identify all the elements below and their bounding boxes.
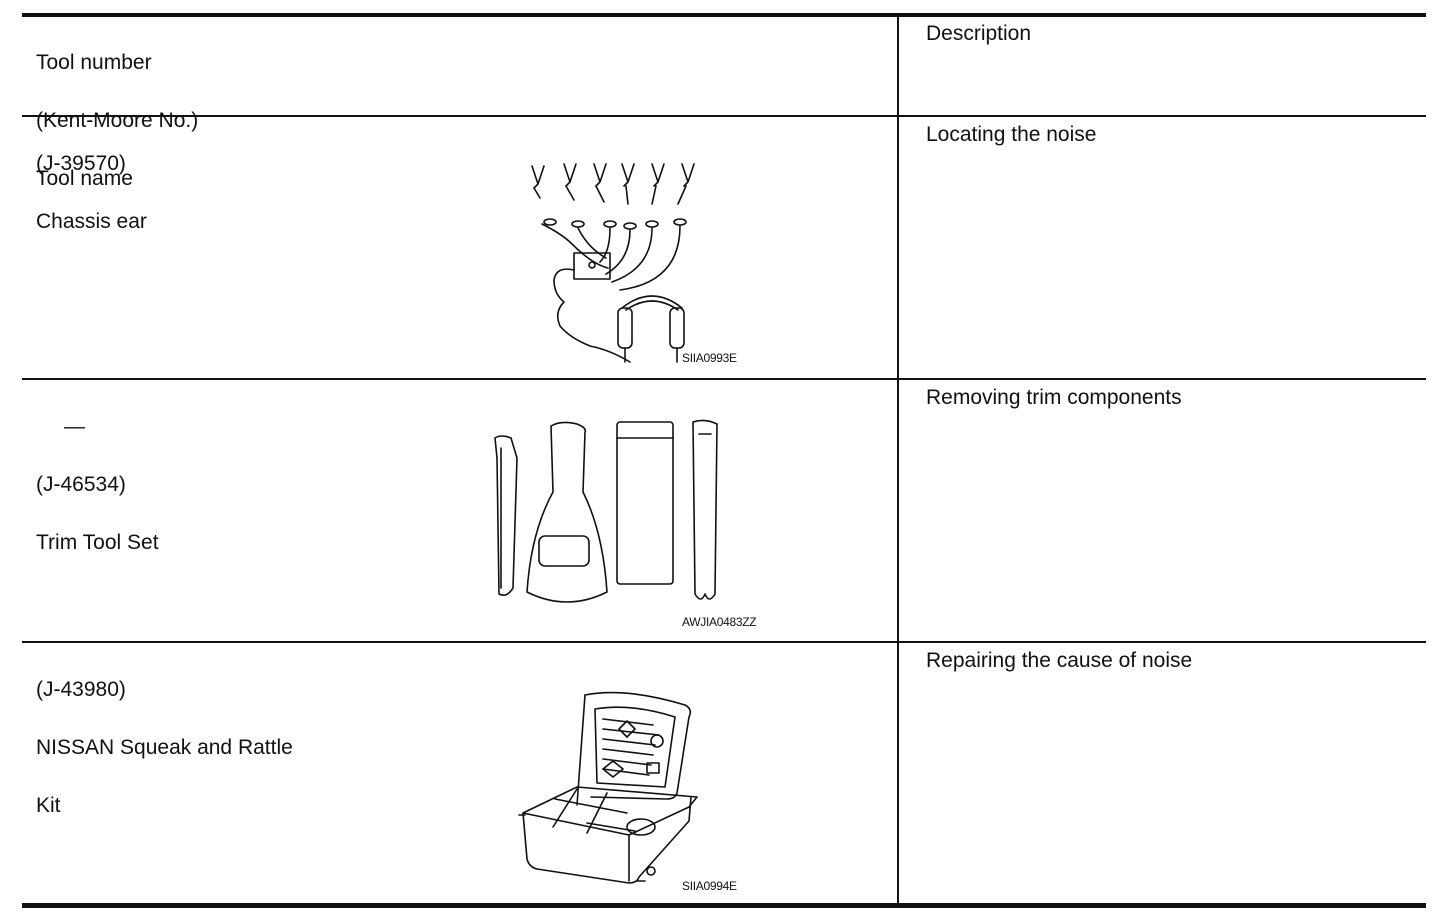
row-3-description: Repairing the cause of noise	[926, 649, 1193, 672]
row-1-figure-code: SIIA0993E	[682, 351, 737, 365]
row-1-description: Locating the noise	[926, 123, 1097, 146]
header-divider	[22, 115, 1426, 117]
row-2-tool-number: (J-46534)	[36, 473, 126, 496]
row-1-tool-number: (J-39570)	[36, 152, 126, 175]
row-2-description: Removing trim components	[926, 386, 1182, 409]
table-bottom-rule	[22, 903, 1426, 908]
row-2-tool: — (J-46534) Trim Tool Set	[36, 383, 159, 586]
table-top-rule	[22, 13, 1426, 17]
row-3-tool-name-line-1: NISSAN Squeak and Rattle	[36, 736, 293, 759]
row-divider	[22, 378, 1426, 380]
row-3-tool-name-line-2: Kit	[36, 794, 61, 817]
row-3-figure-code: SIIA0994E	[682, 879, 737, 893]
column-divider	[897, 13, 899, 905]
row-1-tool: (J-39570) Chassis ear	[36, 120, 147, 265]
header-tool-name: Tool name	[36, 167, 133, 190]
trim-tool-set-icon	[494, 419, 718, 603]
row-2-tool-number-placeholder: —	[64, 415, 85, 438]
header-tool-number: Tool number	[36, 51, 152, 74]
row-3-tool: (J-43980) NISSAN Squeak and Rattle Kit	[36, 646, 293, 849]
row-2-figure-code: AWJIA0483ZZ	[682, 615, 757, 629]
row-2-tool-name: Trim Tool Set	[36, 531, 159, 554]
squeak-rattle-kit-icon	[518, 691, 698, 884]
row-1-tool-name: Chassis ear	[36, 210, 147, 233]
chassis-ear-icon	[531, 163, 695, 363]
header-description: Description	[926, 22, 1032, 45]
header-kent-moore-no: (Kent-Moore No.)	[36, 109, 199, 132]
header-tool-column: Tool number (Kent-Moore No.) Tool name	[36, 19, 198, 222]
row-divider	[22, 641, 1426, 643]
row-3-tool-number: (J-43980)	[36, 678, 126, 701]
